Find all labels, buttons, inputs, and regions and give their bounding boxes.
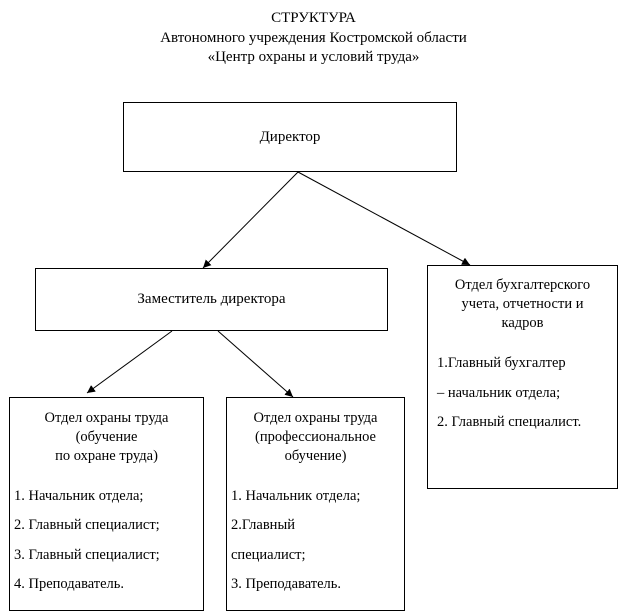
- diagram-title: СТРУКТУРА: [271, 10, 356, 26]
- arrow-deputy-to-safety-training: [86, 330, 173, 394]
- director-box: Директор: [123, 102, 457, 172]
- accounting-title-line-1: Отдел бухгалтерского: [454, 277, 591, 293]
- accounting-department-box: Отдел бухгалтерского учета, отчетности и…: [427, 265, 618, 489]
- arrow-director-to-accounting: [297, 171, 471, 266]
- arrow-deputy-to-safety-professional: [217, 330, 294, 398]
- diagram-subtitle-organization: Автономного учреждения Костромской облас…: [160, 30, 467, 46]
- arrow-director-to-deputy: [202, 171, 299, 269]
- accounting-item: 2. Главный специалист.: [437, 414, 582, 430]
- director-label: Директор: [259, 128, 321, 145]
- safety-professional-title-line-1: Отдел охраны труда: [253, 410, 378, 426]
- safety-professional-item: 1. Начальник отдела;: [231, 488, 361, 504]
- safety-professional-title-line-2: (профессиональное: [255, 429, 376, 445]
- safety-training-item: 4. Преподаватель.: [14, 576, 125, 592]
- safety-training-title-line-1: Отдел охраны труда: [44, 410, 169, 426]
- safety-training-item: 1. Начальник отдела;: [14, 488, 144, 504]
- safety-professional-title-line-3: обучение): [284, 448, 347, 464]
- safety-professional-item: 2.Главный: [231, 517, 295, 533]
- accounting-item: 1.Главный бухгалтер: [437, 355, 566, 371]
- safety-training-title-line-3: по охране труда): [55, 448, 158, 464]
- accounting-item: – начальник отдела;: [437, 385, 561, 401]
- safety-professional-item: 3. Преподаватель.: [231, 576, 342, 592]
- accounting-title-line-2: учета, отчетности и: [461, 296, 584, 312]
- safety-professional-item: специалист;: [231, 547, 306, 563]
- deputy-director-box: Заместитель директора: [35, 268, 388, 331]
- safety-professional-department-box: Отдел охраны труда (профессиональное обу…: [226, 397, 405, 611]
- safety-training-item: 3. Главный специалист;: [14, 547, 160, 563]
- diagram-subtitle-center: «Центр охраны и условий труда»: [207, 49, 420, 65]
- safety-training-item: 2. Главный специалист;: [14, 517, 160, 533]
- safety-training-title-line-2: (обучение: [75, 429, 138, 445]
- safety-training-department-box: Отдел охраны труда (обучение по охране т…: [9, 397, 204, 611]
- deputy-director-label: Заместитель директора: [137, 291, 286, 307]
- accounting-title-line-3: кадров: [501, 315, 544, 331]
